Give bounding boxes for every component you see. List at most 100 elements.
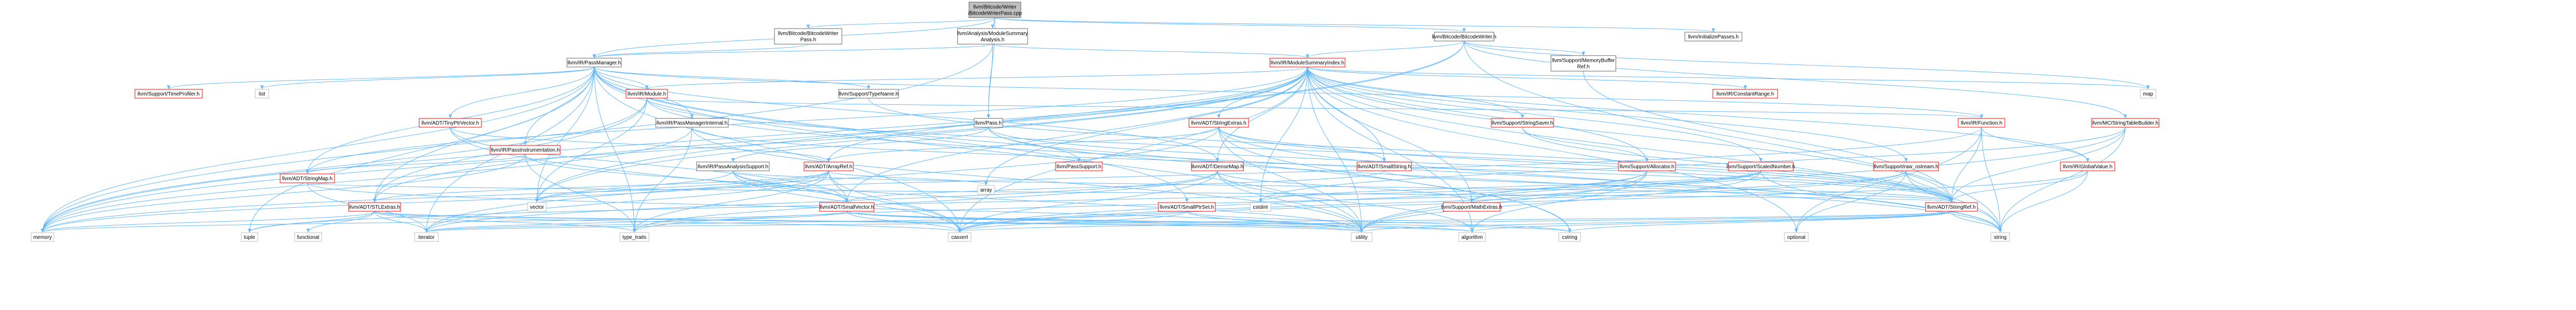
node-msi[interactable]: llvm/IR/ModuleSummaryIndex.h	[1269, 58, 1346, 68]
edge-passinst-to-smallvector	[525, 154, 847, 202]
edge-pmi-to-typetraits	[634, 127, 693, 232]
node-box	[2060, 161, 2115, 171]
node-passmanager[interactable]: llvm/IR/PassManager.h	[566, 58, 622, 68]
edge-msi-to-array	[986, 66, 1308, 185]
edge-msi-to-stlextras	[375, 66, 1308, 202]
node-smallstring[interactable]: llvm/ADT/SmallString.h	[1356, 161, 1412, 171]
node-box	[1491, 118, 1554, 128]
node-mathextras[interactable]: llvm/Support/MathExtras.h	[1441, 202, 1502, 212]
edge-msa-to-passmanager	[594, 44, 993, 58]
node-stringmap[interactable]: llvm/ADT/StringMap.h	[280, 173, 335, 183]
node-passsupport[interactable]: llvm/PassSupport.h	[1055, 161, 1103, 171]
node-memory: memory	[31, 232, 54, 242]
node-root[interactable]: llvm/Bitcode/Writer/BitcodeWriterPass.cp…	[968, 2, 1022, 18]
node-stringref[interactable]: llvm/ADT/StringRef.h	[1925, 202, 1978, 212]
node-constrange[interactable]: llvm/IR/ConstantRange.h	[1712, 89, 1778, 99]
node-stringextras[interactable]: llvm/ADT/StringExtras.h	[1188, 118, 1249, 128]
node-label: algorithm	[1461, 235, 1483, 240]
edge-msi-to-optional	[1307, 66, 1797, 232]
node-box	[1550, 55, 1616, 72]
node-box	[804, 161, 854, 171]
node-box	[490, 145, 561, 155]
edge-arrayref-to-typetraits	[634, 170, 829, 232]
node-module[interactable]: llvm/IR/Module.h	[626, 89, 668, 99]
edge-stringmap-to-stringref	[307, 182, 1952, 202]
edge-function-to-optional	[1796, 127, 1982, 232]
node-label: llvm/ADT/StringExtras.h	[1191, 120, 1246, 126]
node-box	[1958, 118, 2005, 128]
node-pasupport[interactable]: llvm/IR/PassAnalysisSupport.h	[696, 161, 770, 171]
edge-smallvector-to-memory	[43, 211, 847, 232]
node-initpasses[interactable]: llvm/InitializePasses.h	[1684, 32, 1742, 42]
node-smallvector[interactable]: llvm/ADT/SmallVector.h	[819, 202, 875, 212]
node-label: llvm/Support/TimeProfiler.h	[137, 91, 200, 97]
edge-module-to-function	[646, 98, 1982, 118]
node-box	[1618, 161, 1676, 171]
node-timeprof[interactable]: llvm/Support/TimeProfiler.h	[134, 89, 203, 99]
node-scalednum[interactable]: llvm/Support/ScaledNumber.h	[1726, 161, 1795, 171]
node-box	[1269, 58, 1346, 68]
node-box	[838, 89, 899, 99]
edge-bwpass-to-passmanager	[594, 44, 809, 58]
node-box	[619, 232, 649, 242]
node-stringsaver[interactable]: llvm/Support/StringSaver.h	[1491, 118, 1554, 128]
edge-msi-to-constrange	[1307, 66, 1746, 89]
edge-arrayref-to-iterator	[426, 170, 829, 232]
edge-smallvector-to-iterator	[426, 211, 847, 232]
edge-module-to-memory	[43, 98, 647, 232]
edge-stringextras-to-utility	[1218, 127, 1362, 232]
edge-function-to-string	[1981, 127, 2000, 232]
node-bwpass[interactable]: llvm/Bitcode/BitcodeWriterPass.h	[774, 28, 842, 45]
node-label: tuple	[244, 235, 255, 240]
edge-passmanager-to-memory	[43, 66, 594, 232]
dependency-edges	[43, 17, 2149, 232]
edge-msi-to-globalvalue	[1307, 66, 2088, 161]
node-arrayref[interactable]: llvm/ADT/ArrayRef.h	[804, 161, 854, 171]
edge-msi-to-cstdint	[1261, 66, 1308, 202]
edge-bw-to-map	[1464, 41, 2149, 89]
edge-stringref-to-cassert	[960, 211, 1952, 232]
node-smallptrset[interactable]: llvm/ADT/SmallPtrSet.h	[1158, 202, 1216, 212]
node-rawostream[interactable]: llvm/Support/raw_ostream.h	[1873, 161, 1939, 171]
node-cassert: cassert	[948, 232, 972, 242]
edge-stlextras-to-cassert	[374, 211, 960, 232]
edge-msi-to-memory	[43, 66, 1308, 232]
node-box	[1158, 202, 1216, 212]
edge-densemap-to-cassert	[960, 170, 1218, 232]
node-label: llvm/ADT/SmallVector.h	[820, 205, 874, 210]
node-label: llvm/IR/ModuleSummaryIndex.h	[1271, 60, 1345, 66]
edge-msi-to-mathextras	[1307, 66, 1472, 202]
node-label: Pass.h	[800, 37, 816, 43]
edge-globalvalue-to-stringref	[1951, 170, 2088, 202]
node-tinyptr[interactable]: llvm/ADT/TinyPtrVector.h	[419, 118, 482, 128]
node-stringtable[interactable]: llvm/MC/StringTableBuilder.h	[2091, 118, 2159, 128]
node-densemap[interactable]: llvm/ADT/DenseMap.h	[1191, 161, 1244, 171]
node-pmi[interactable]: llvm/IR/PassManagerInternal.h	[655, 118, 729, 128]
node-label: llvm/ADT/StringMap.h	[282, 176, 333, 182]
node-typename[interactable]: llvm/Support/TypeName.h	[838, 89, 899, 99]
node-box	[626, 89, 668, 99]
edge-rawostream-to-stringref	[1906, 170, 1952, 202]
node-label: llvm/IR/GlobalValue.h	[2063, 164, 2112, 170]
node-globalvalue[interactable]: llvm/IR/GlobalValue.h	[2060, 161, 2115, 171]
node-function[interactable]: llvm/IR/Function.h	[1958, 118, 2005, 128]
edge-pasupport-to-smallvector	[732, 170, 847, 202]
node-stlextras[interactable]: llvm/ADT/STLExtras.h	[348, 202, 401, 212]
node-bw[interactable]: llvm/Bitcode/BitcodeWriter.h	[1432, 32, 1497, 42]
node-passinst[interactable]: llvm/IR/PassInstrumentation.h	[490, 145, 561, 155]
node-box	[527, 202, 547, 212]
node-label: llvm/IR/ConstantRange.h	[1716, 91, 1774, 97]
node-label: llvm/Pass.h	[975, 120, 1002, 126]
edge-stringref-to-iterator	[426, 211, 1952, 232]
edge-pasupport-to-vector	[537, 170, 733, 202]
edge-stringref-to-cstring	[1570, 211, 1952, 232]
edge-tinyptr-to-smallvector	[450, 127, 847, 202]
edge-densemap-to-algorithm	[1217, 170, 1472, 232]
node-allocator[interactable]: llvm/Support/Allocator.h	[1618, 161, 1676, 171]
node-functional: functional	[294, 232, 322, 242]
node-label: llvm/Support/MathExtras.h	[1441, 205, 1502, 210]
node-pass[interactable]: llvm/Pass.h	[974, 118, 1003, 128]
edge-passmanager-to-smallptrset	[594, 66, 1187, 202]
